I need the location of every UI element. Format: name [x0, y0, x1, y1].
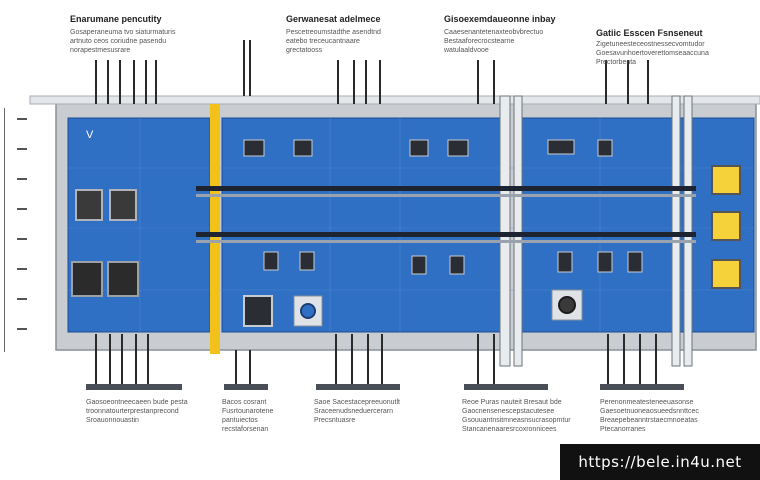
- panel-section-1: [67, 117, 211, 333]
- callout-text: Bacos cosrant Fusrtounarotene pantuiecto…: [222, 399, 274, 433]
- socket-group-left: [71, 189, 139, 297]
- yellow-divider: [210, 104, 220, 354]
- callout-text: Caaesenantetenaxteobvbrectuo Bestaaforec…: [444, 29, 544, 54]
- terminal-strips: [86, 384, 684, 390]
- left-dimension-bracket: [4, 108, 53, 352]
- panel-label: V: [86, 129, 94, 141]
- bracket-tick: [17, 208, 27, 210]
- bracket-tick: [17, 298, 27, 300]
- bracket-tick: [17, 268, 27, 270]
- frame-top-rail: [29, 95, 760, 105]
- bracket-tick: [17, 238, 27, 240]
- bracket-tick: [17, 118, 27, 120]
- callout-title: Gisoexemdaueonne inbay: [444, 14, 556, 24]
- indicator-lights: [711, 165, 741, 289]
- bracket-tick: [17, 148, 27, 150]
- riser-bars: [499, 95, 693, 367]
- callout-title: Gerwanesat adelmece: [286, 14, 381, 24]
- callout-text: Gaosoeontneecaeen bude pesta troonnatour…: [86, 399, 188, 424]
- bracket-tick: [17, 328, 27, 330]
- round-sockets: [243, 289, 583, 327]
- callout-title: Enarumane pencutity: [70, 14, 162, 24]
- breakers-mid: [243, 139, 643, 275]
- cables-bottom: [95, 334, 657, 386]
- callout-text: Perenonmeatesteneeuasonse Gaesoetnuoneao…: [600, 399, 699, 433]
- cables-top: [95, 40, 649, 104]
- watermark-url: https://bele.in4u.net: [560, 444, 760, 480]
- callout-title: Gatiic Esscen Fsnseneut: [596, 28, 703, 38]
- callout-text: Saoe Sacestacepreeuonutlt Sraceenudsnedu…: [314, 399, 401, 424]
- bus-bars: [196, 186, 696, 243]
- callout-text: Zigetuneesteceostnessecvomtudor Goesavun…: [596, 41, 709, 66]
- callout-text: Reoe Puras nauteit Bresaut bde Gaocnense…: [462, 399, 571, 433]
- bracket-tick: [17, 178, 27, 180]
- callout-text: Pescetreoumstadthe asendtnd eatebo trece…: [286, 29, 381, 54]
- callout-text: Gosaperaneuma tvo siaturmaturis artnuto …: [70, 29, 176, 54]
